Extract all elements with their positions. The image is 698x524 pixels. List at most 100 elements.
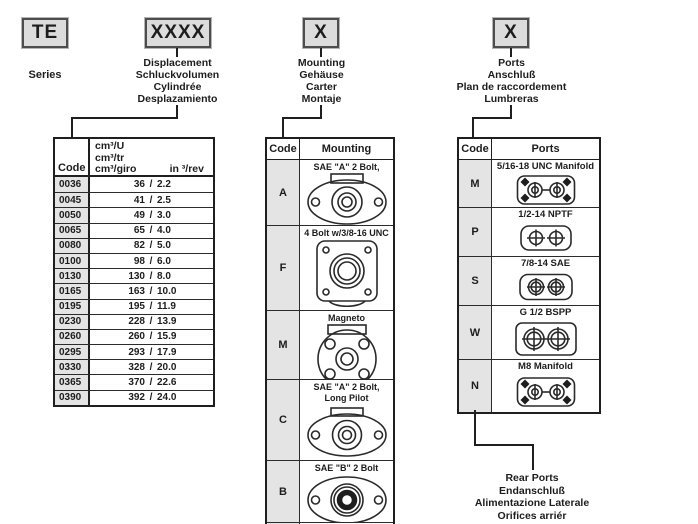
metric-value: 195 [128, 301, 145, 313]
metric-value: 65 [133, 225, 145, 237]
mounting-iconwrap [306, 172, 388, 226]
connector-line [282, 117, 322, 119]
displacement-table: Code cm³/U cm³/tr cm³/giro in ³/rev 0036… [53, 137, 215, 407]
connector-line [472, 117, 512, 119]
slash-separator: / [149, 179, 153, 191]
displacement-label-line: Schluckvolumen [135, 69, 220, 81]
mounting-header: Mounting [321, 143, 372, 155]
ports-content-cell: 7/8-14 SAE [492, 257, 599, 305]
ports-code-cell: N [459, 360, 492, 412]
rear-ports-note: Rear Ports Endanschluß Alimentazione Lat… [432, 472, 632, 522]
metric-unit-label: cm³/giro [95, 163, 137, 175]
series-label: Series [28, 69, 62, 81]
ports-table-header: Code Ports [459, 139, 599, 160]
displacement-code-cell: 0165 [55, 284, 90, 299]
flange-4bolt-square-icon [305, 239, 389, 311]
displacement-label-line: Cylindrée [153, 81, 202, 93]
displacement-code-cell: 0230 [55, 314, 90, 329]
metric-value: 228 [128, 316, 145, 328]
connector-line [71, 117, 178, 119]
displacement-code-cell: 0295 [55, 345, 90, 360]
displacement-value-cell: 370/22.6 [90, 375, 213, 389]
displacement-value-cell: 82/5.0 [90, 239, 213, 253]
mounting-caption: Long Pilot [324, 392, 369, 403]
displacement-value-cell: 260/15.9 [90, 330, 213, 344]
ports-label-line: Plan de raccordement [456, 81, 567, 93]
flange-sae-b-2bolt-icon [306, 474, 388, 522]
displacement-code-cell: 0260 [55, 329, 90, 345]
imperial-value: 22.6 [157, 377, 177, 389]
mounting-content-cell: SAE "A" 2 Bolt, [300, 160, 393, 225]
unit-line: cm³/giro in ³/rev [95, 163, 213, 176]
ports-iconwrap [514, 319, 577, 360]
series-code-box: TE [22, 18, 68, 48]
metric-value: 328 [128, 361, 145, 373]
connector-line [532, 444, 534, 470]
mounting-code-cell: M [267, 311, 300, 379]
ports-iconwrap [518, 270, 573, 306]
ports-code-cell: S [459, 257, 492, 305]
mounting-iconwrap [305, 239, 389, 311]
rear-ports-note-line: Alimentazione Laterale [474, 497, 590, 509]
ports-content-cell: 5/16-18 UNC Manifold [492, 160, 599, 207]
ports-label-line: Ports [498, 57, 525, 69]
ports-label-line: Anschluß [487, 69, 536, 81]
bspp-ports-icon [514, 321, 577, 357]
imperial-value: 13.9 [157, 316, 177, 328]
mounting-label-stack: Mounting Gehäuse Carter Montaje [251, 57, 392, 105]
slash-separator: / [149, 209, 153, 221]
metric-value: 41 [133, 194, 145, 206]
mounting-caption: Magneto [328, 313, 365, 323]
rear-ports-note-line: Endanschluß [499, 484, 565, 497]
ports-label-line: Lumbreras [484, 93, 539, 105]
imperial-value: 6.0 [157, 255, 171, 267]
imperial-unit-label: in ³/rev [169, 163, 204, 175]
displacement-code: XXXX [150, 22, 206, 43]
displacement-code-cell: 0130 [55, 269, 90, 284]
flange-sae-a-long-pilot-icon [306, 406, 388, 457]
slash-separator: / [149, 285, 153, 297]
metric-value: 163 [128, 285, 145, 297]
manifold-ports-icon [516, 375, 576, 409]
connector-line [176, 105, 178, 119]
connector-line [474, 444, 534, 446]
metric-value: 370 [128, 377, 145, 389]
displacement-code-cell: 0390 [55, 390, 90, 405]
displacement-label-stack: Displacement Schluckvolumen Cylindrée De… [97, 57, 258, 105]
displacement-value-cell: 41/2.5 [90, 193, 213, 207]
displacement-code-cell: 0100 [55, 253, 90, 269]
displacement-table-header: Code cm³/U cm³/tr cm³/giro in ³/rev [55, 139, 213, 177]
ports-content-cell: 1/2-14 NPTF [492, 208, 599, 256]
mounting-iconwrap [305, 323, 389, 379]
mounting-content-cell: SAE "B" 2 Bolt [300, 461, 393, 522]
units-header-cell: cm³/U cm³/tr cm³/giro in ³/rev [90, 139, 213, 175]
ports-row: S 7/8-14 SAE [459, 256, 599, 305]
mounting-code-cell: C [267, 380, 300, 460]
mounting-code: X [314, 22, 328, 43]
slash-separator: / [149, 361, 153, 373]
displacement-value-cell: 130/8.0 [90, 269, 213, 283]
mounting-label-line: Mounting [297, 57, 346, 69]
mounting-content-cell: SAE "A" 2 Bolt,Long Pilot [300, 380, 393, 460]
sae-ports-icon [518, 273, 573, 301]
ports-code: X [504, 22, 518, 43]
ports-caption: 7/8-14 SAE [520, 258, 571, 269]
displacement-code-box: XXXX [145, 18, 211, 48]
connector-line [474, 410, 476, 446]
displacement-value-cell: 65/4.0 [90, 224, 213, 238]
rear-ports-note-line: Rear Ports [505, 472, 559, 484]
flange-magneto-icon [305, 323, 389, 379]
